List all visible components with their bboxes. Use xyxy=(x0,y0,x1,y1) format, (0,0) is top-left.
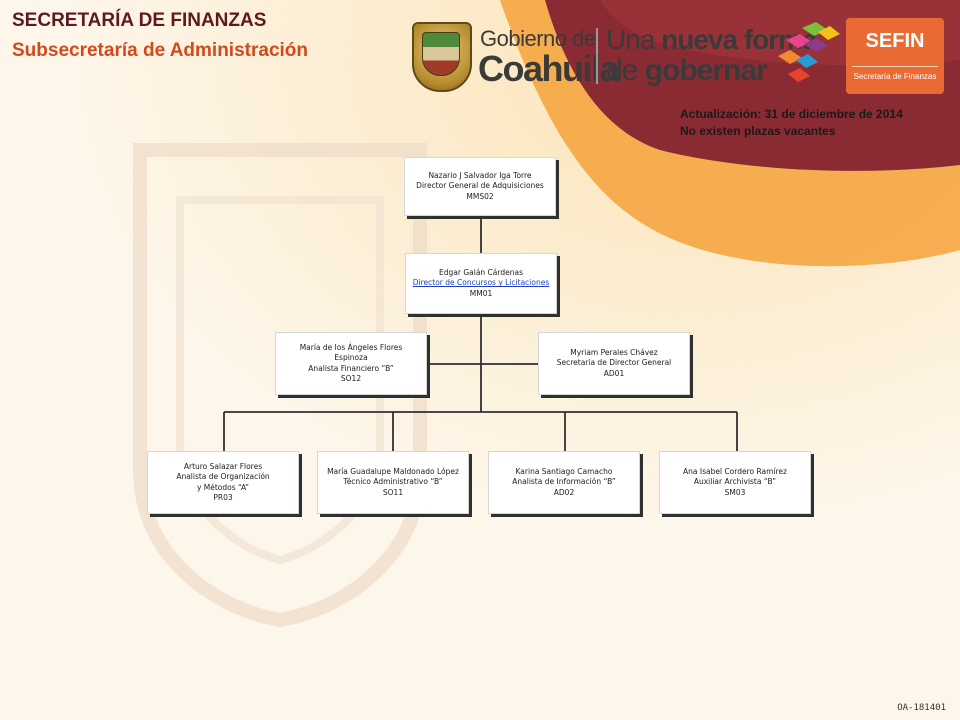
coahuila-seal-logo xyxy=(412,22,472,92)
org-code: SO11 xyxy=(382,487,404,497)
org-name: Nazario J Salvador Iga Torre xyxy=(428,170,532,180)
org-name: María Guadalupe Maldonado López xyxy=(327,466,459,476)
org-box-director: Edgar Galán Cárdenas Director de Concurs… xyxy=(405,253,557,314)
org-title: Técnico Administrativo “B” xyxy=(343,477,443,487)
color-tiles-icon xyxy=(778,22,840,82)
org-name: Arturo Salazar Flores xyxy=(183,461,263,471)
org-box-director-general: Nazario J Salvador Iga Torre Director Ge… xyxy=(404,157,556,216)
org-box-staff-1: Arturo Salazar Flores Analista de Organi… xyxy=(147,451,299,514)
update-date: Actualización: 31 de diciembre de 2014 xyxy=(680,107,903,121)
org-box-staff-3: Karina Santiago Camacho Analista de Info… xyxy=(488,451,640,514)
org-title: Secretaria de Director General xyxy=(556,358,672,368)
org-box-analista-financiero: María de los Ángeles Flores Espinoza Ana… xyxy=(275,332,427,395)
org-code: AD01 xyxy=(603,368,625,378)
org-code: MM01 xyxy=(469,288,493,298)
org-box-staff-4: Ana Isabel Cordero Ramírez Auxiliar Arch… xyxy=(659,451,811,514)
coahuila-wordmark: Coahuila xyxy=(478,48,620,89)
vacancies-note: No existen plazas vacantes xyxy=(680,124,836,138)
org-code: PR03 xyxy=(213,493,233,502)
org-name: Myriam Perales Chávez xyxy=(570,347,658,357)
org-box-staff-2: María Guadalupe Maldonado López Técnico … xyxy=(317,451,469,514)
org-name: Ana Isabel Cordero Ramírez xyxy=(683,466,787,476)
org-title: Director General de Adquisiciones xyxy=(416,181,544,191)
org-title: Analista Financiero “B” xyxy=(308,363,394,373)
sefin-sublabel: Secretaría de Finanzas xyxy=(853,72,937,81)
page-title: SECRETARÍA DE FINANZAS xyxy=(12,10,267,31)
slogan-line-2: de gobernar xyxy=(606,54,768,87)
org-name: María de los Ángeles Flores xyxy=(299,342,403,352)
org-name-cont: Espinoza xyxy=(334,353,368,362)
org-title-cont: y Métodos “A” xyxy=(196,482,250,492)
sefin-label: SEFIN xyxy=(865,30,925,52)
org-title: Analista de Organización xyxy=(176,472,270,481)
org-code: MMS02 xyxy=(466,191,494,201)
seal-emblem xyxy=(422,32,460,76)
org-title-link[interactable]: Director de Concursos y Licitaciones xyxy=(412,278,550,288)
update-info: Actualización: 31 de diciembre de 2014 N… xyxy=(680,106,903,140)
org-code: SM03 xyxy=(724,487,746,497)
org-box-secretaria: Myriam Perales Chávez Secretaria de Dire… xyxy=(538,332,690,395)
org-name: Karina Santiago Camacho xyxy=(515,466,613,476)
org-code: AD02 xyxy=(553,487,575,497)
logo-divider xyxy=(596,28,598,84)
watermark-shield xyxy=(133,143,427,628)
gobierno-de-label: Gobierno de xyxy=(480,26,596,51)
org-name: Edgar Galán Cárdenas xyxy=(439,267,523,277)
page-subtitle: Subsecretaría de Administración xyxy=(12,40,309,61)
org-title: Auxiliar Archivista “B” xyxy=(693,477,777,487)
org-title: Analista de Información “B” xyxy=(512,477,616,487)
slogan-line-1: Una nueva forma xyxy=(606,24,818,55)
sefin-divider xyxy=(852,66,938,67)
sefin-logo: SEFIN Secretaría de Finanzas xyxy=(846,18,944,94)
document-code: OA-181401 xyxy=(897,703,946,713)
org-code: SO12 xyxy=(340,374,362,383)
